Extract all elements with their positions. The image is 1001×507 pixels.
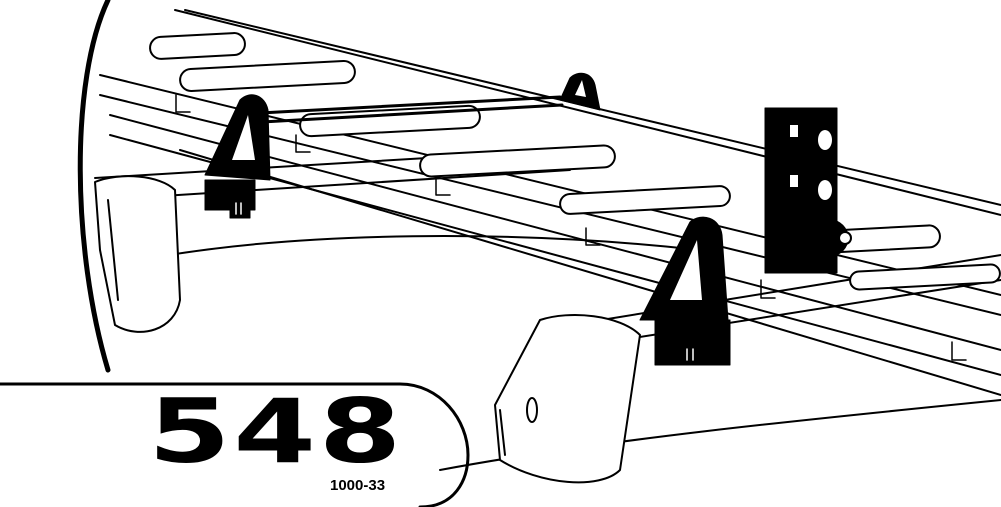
- part-code: 1000-33: [330, 477, 386, 494]
- ladder-stop-rear-right: [559, 72, 601, 111]
- model-number: 548: [148, 380, 405, 483]
- tie-strap: [258, 95, 564, 124]
- ladder-stop-rear-left: [204, 94, 271, 219]
- roof-foot-left: [94, 175, 181, 333]
- rail-markings: [175, 94, 967, 361]
- ladder-rungs: [149, 32, 1001, 291]
- ladder-stop-front: [639, 216, 731, 366]
- roof-foot-front: [494, 314, 641, 484]
- frame-arc: [77, 0, 111, 373]
- title-cartouche: [0, 382, 470, 507]
- clamp-knob-icon: [811, 219, 852, 257]
